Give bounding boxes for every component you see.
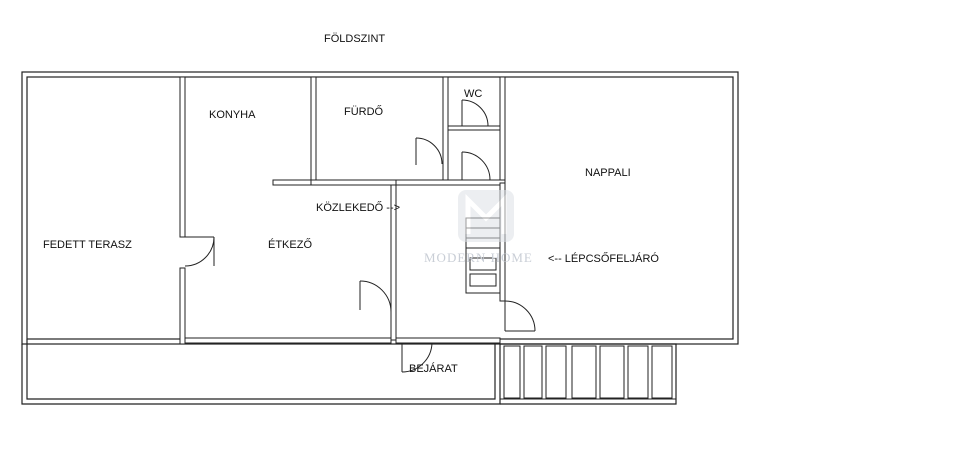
room-label-dining: ÉTKEZŐ (268, 237, 312, 251)
room-label-bathroom: FÜRDŐ (344, 104, 384, 118)
room-label-terrace: FEDETT TERASZ (43, 239, 132, 251)
watermark-logo (458, 190, 514, 242)
room-label-living: NAPPALI (585, 167, 631, 179)
room-label-stairs: <-- LÉPCSŐFELJÁRÓ (548, 251, 659, 265)
room-label-wc: WC (464, 88, 482, 100)
floor-title: FÖLDSZINT (324, 33, 385, 45)
deck-planks (503, 345, 673, 399)
outer-walls (21, 71, 739, 405)
room-label-entrance: BEJÁRAT (409, 362, 458, 375)
room-label-corridor: KÖZLEKEDŐ --> (316, 200, 400, 214)
interior-walls (179, 76, 506, 345)
doors (184, 99, 536, 373)
room-label-kitchen: KONYHA (209, 109, 256, 121)
watermark-text: MODERN HOME (424, 250, 533, 265)
